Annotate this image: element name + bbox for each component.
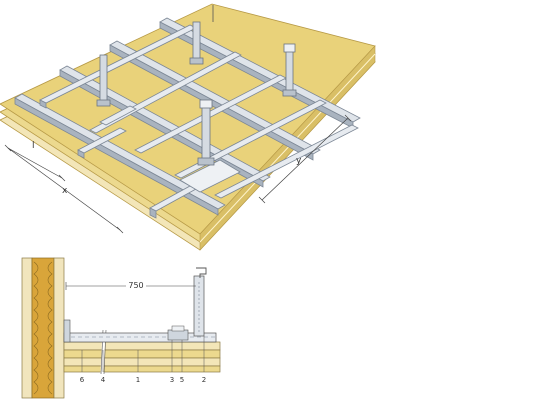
callout-1: 1 xyxy=(136,376,140,384)
label-l: l xyxy=(32,141,35,151)
dimension-y xyxy=(258,114,352,204)
insulation xyxy=(31,257,55,399)
runner-profile xyxy=(63,319,217,343)
isometric-view: l x y xyxy=(0,3,376,251)
hanger-1 xyxy=(189,21,204,65)
callout-6: 6 xyxy=(80,376,85,384)
hanger-2 xyxy=(282,43,297,97)
dimension-x xyxy=(7,147,124,234)
label-750: 750 xyxy=(128,281,143,290)
hanger-3 xyxy=(96,54,111,107)
callout-2: 2 xyxy=(202,376,206,384)
label-y: y xyxy=(296,156,302,166)
section-hanger xyxy=(193,267,207,337)
callout-4: 4 xyxy=(101,376,106,384)
section-view: 750 6 4 1 3 5 2 xyxy=(21,257,221,399)
callout-5: 5 xyxy=(180,376,184,384)
callout-3: 3 xyxy=(170,376,174,384)
callout-labels: 6 4 1 3 5 2 xyxy=(80,376,206,384)
hanger-4 xyxy=(197,99,215,166)
wall-section xyxy=(21,257,65,399)
callout-leaders xyxy=(81,336,205,372)
label-x: x xyxy=(62,186,68,196)
hangers xyxy=(96,5,297,166)
cross-profiles xyxy=(39,24,359,219)
